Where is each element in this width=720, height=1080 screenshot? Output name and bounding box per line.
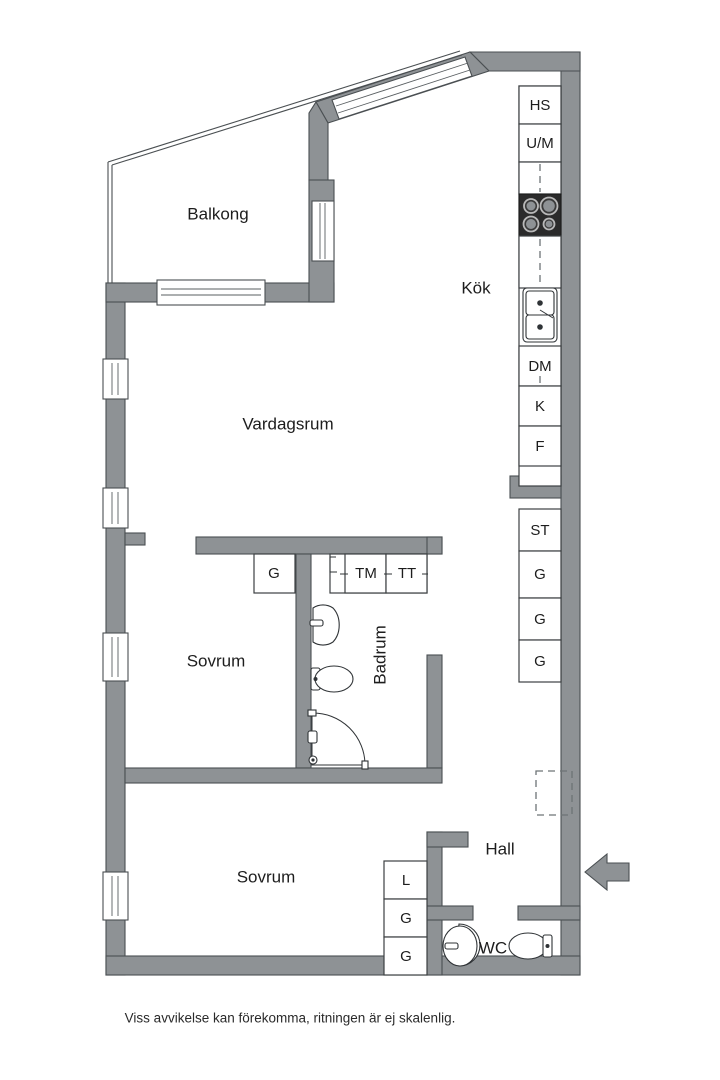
wall-wc-top-right bbox=[517, 905, 581, 921]
kitchen-unit-hs[interactable]: HS bbox=[518, 85, 562, 125]
kitchen-cabinet-column: HS U/M bbox=[518, 85, 562, 487]
wall-bath-right bbox=[426, 654, 443, 769]
room-label-kok: Kök bbox=[461, 278, 491, 297]
wall-bath-top bbox=[195, 536, 443, 555]
hall-cabinet-column: L G G bbox=[383, 860, 428, 976]
win-living-1 bbox=[102, 358, 129, 400]
hall-unit-l-label: L bbox=[402, 872, 410, 889]
win-bedroom-2 bbox=[102, 871, 129, 921]
storage-unit-g-3-label: G bbox=[534, 653, 546, 670]
balcony-rail-diagonal-outer bbox=[107, 50, 461, 163]
wc-toilet-icon bbox=[508, 932, 553, 960]
shower-icon bbox=[307, 709, 369, 770]
balcony-rail bbox=[111, 165, 309, 284]
exterior-wall-bottom bbox=[105, 955, 581, 976]
laundry-unit-tt-label: TT bbox=[398, 565, 416, 582]
laundry-unit-tt[interactable]: TT bbox=[385, 553, 428, 594]
bedroom-closet-g-label: G bbox=[268, 565, 280, 582]
laundry-units: TM TT bbox=[329, 553, 428, 594]
stove-icon bbox=[518, 193, 562, 237]
interior-walls bbox=[124, 475, 581, 976]
kitchen-unit-f-label: F bbox=[535, 438, 544, 455]
hall-unit-g-2[interactable]: G bbox=[383, 936, 428, 976]
window-group bbox=[102, 56, 473, 921]
hall-unit-g-1[interactable]: G bbox=[383, 898, 428, 938]
kitchen-unit-k[interactable]: K bbox=[518, 385, 562, 427]
plan-caption: Viss avvikelse kan förekomma, ritningen … bbox=[125, 1011, 456, 1026]
bedroom-closet-g[interactable]: G bbox=[253, 553, 296, 594]
kitchen-sink-icon bbox=[522, 287, 558, 343]
wall-hall-left bbox=[426, 831, 443, 976]
kitchen-bench-upper bbox=[518, 161, 562, 195]
room-labels: Balkong Kök Vardagsrum Sovrum Badrum Sov… bbox=[187, 204, 515, 957]
balcony-rail-diagonal bbox=[111, 54, 463, 166]
storage-cabinet-column: ST G G G bbox=[518, 508, 562, 683]
storage-unit-st-label: ST bbox=[530, 522, 549, 539]
win-balcony-door bbox=[311, 200, 335, 262]
kitchen-unit-f[interactable]: F bbox=[518, 425, 562, 467]
storage-unit-g-3[interactable]: G bbox=[518, 639, 562, 683]
kitchen-unit-k-label: K bbox=[535, 398, 545, 415]
kitchen-unit-dm-label: DM bbox=[528, 358, 551, 375]
room-label-badrum: Badrum bbox=[370, 625, 389, 685]
kitchen-unit-um[interactable]: U/M bbox=[518, 123, 562, 163]
wall-bath-bottom bbox=[124, 767, 443, 784]
laundry-unit-tm[interactable]: TM bbox=[344, 553, 387, 594]
win-balcony-lower bbox=[156, 279, 266, 306]
storage-unit-g-1-label: G bbox=[534, 566, 546, 583]
kitchen-unit-dm[interactable]: DM bbox=[518, 345, 562, 387]
electrical-cabinet-dashed bbox=[535, 770, 573, 816]
storage-unit-g-1[interactable]: G bbox=[518, 550, 562, 599]
laundry-unit-tm-label: TM bbox=[355, 565, 377, 582]
toilet-icon bbox=[310, 665, 354, 693]
kitchen-unit-hs-label: HS bbox=[530, 97, 551, 114]
bathroom-fixtures bbox=[307, 604, 369, 770]
kitchen-bench-mid bbox=[518, 235, 562, 289]
win-bedroom-1 bbox=[102, 632, 129, 682]
wall-bath-upper-right bbox=[426, 536, 443, 555]
hall-unit-l[interactable]: L bbox=[383, 860, 428, 900]
hall-unit-g-2-label: G bbox=[400, 948, 412, 965]
wall-hall-top bbox=[426, 831, 469, 848]
entrance-arrow bbox=[584, 852, 630, 892]
room-label-hall: Hall bbox=[485, 839, 514, 858]
wc-fixtures bbox=[442, 923, 553, 967]
room-label-sovrum-1: Sovrum bbox=[187, 651, 246, 670]
sink-icon bbox=[309, 604, 340, 646]
room-label-vardagsrum: Vardagsrum bbox=[242, 414, 333, 433]
storage-unit-g-2-label: G bbox=[534, 611, 546, 628]
win-living-2 bbox=[102, 487, 129, 529]
wall-wc-top-left bbox=[426, 905, 474, 921]
exterior-wall-right bbox=[560, 51, 581, 976]
room-label-wc: WC bbox=[479, 938, 507, 957]
building-shell bbox=[105, 50, 581, 976]
hall-unit-g-1-label: G bbox=[400, 910, 412, 927]
wc-sink-icon bbox=[442, 923, 481, 967]
room-label-balkong: Balkong bbox=[187, 204, 248, 223]
room-label-sovrum-2: Sovrum bbox=[237, 867, 296, 886]
storage-unit-st[interactable]: ST bbox=[518, 508, 562, 552]
storage-unit-g-2[interactable]: G bbox=[518, 597, 562, 641]
win-kitchen-angled bbox=[331, 56, 473, 120]
wall-nib-left bbox=[124, 532, 146, 546]
kitchen-unit-um-label: U/M bbox=[526, 135, 554, 152]
